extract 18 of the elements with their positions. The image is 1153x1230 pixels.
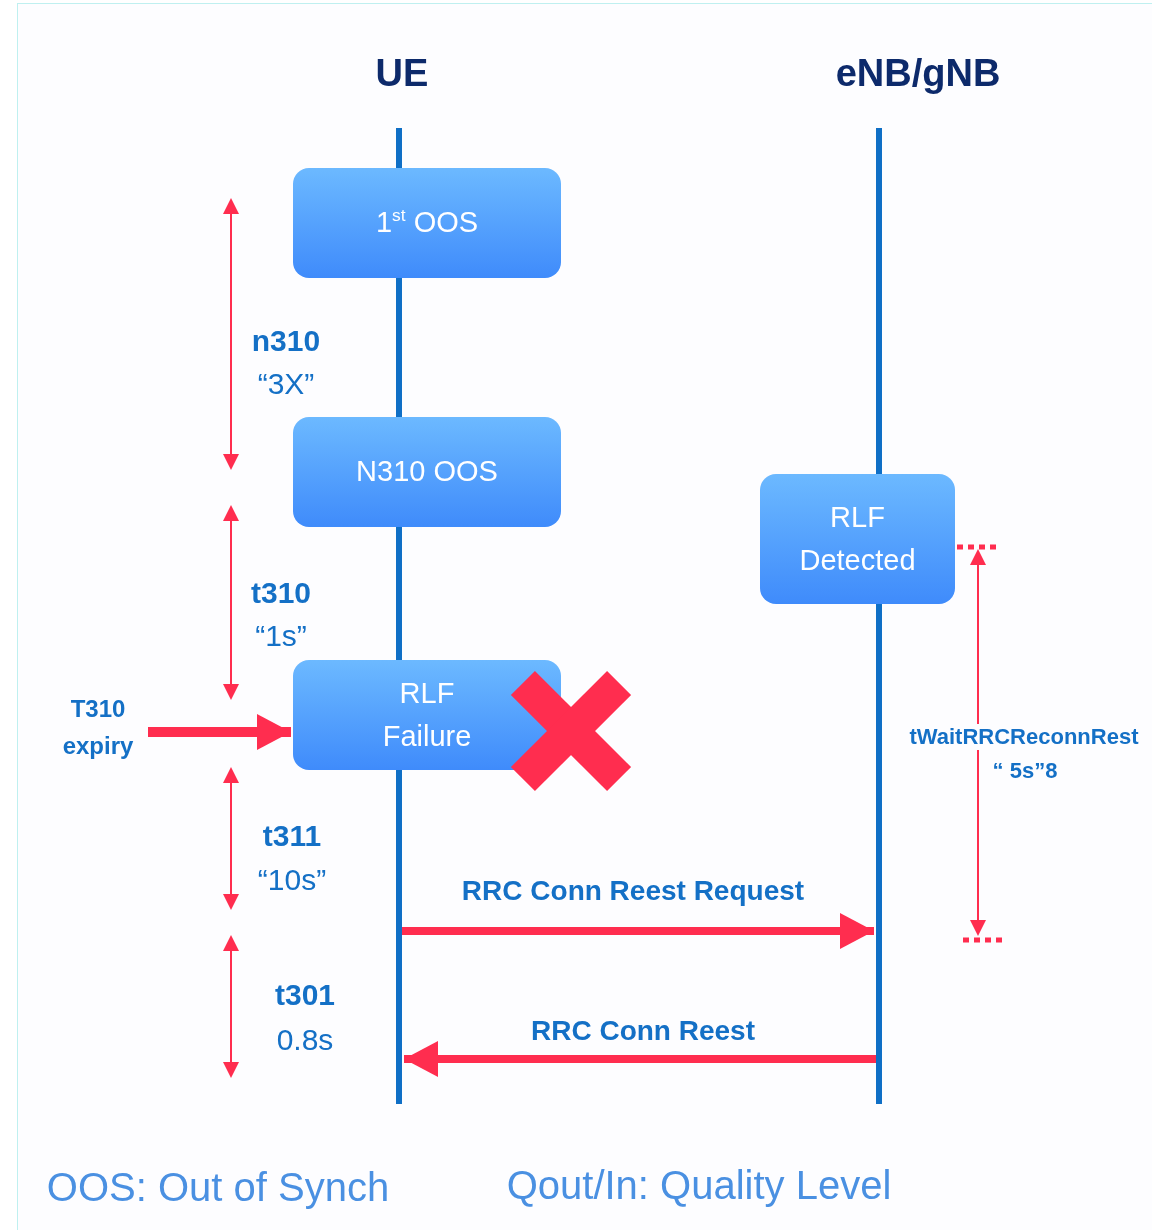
state-box: 1$^{st}$ OOS (293, 168, 561, 278)
timer-value: “10s” (257, 863, 327, 897)
state-box: N310 OOS (293, 417, 561, 527)
footnote: Qout/In: Quality Level (506, 1162, 892, 1208)
event-label: T310 expiry (48, 690, 148, 768)
timer-name: n310 (251, 324, 321, 358)
timer-value: “1s” (255, 619, 307, 653)
timer-name: t301 (274, 978, 335, 1012)
message-arrow (148, 714, 291, 750)
timer-value: “3X” (257, 367, 315, 401)
footnote: OOS: Out of Synch (46, 1164, 390, 1210)
timer-name: t311 (262, 819, 322, 853)
lifeline-heading: UE (374, 52, 430, 95)
lifeline-heading: eNB/gNB (834, 52, 1002, 95)
state-box: RLF Detected (760, 474, 955, 604)
timer-name: t310 (250, 576, 311, 610)
timer-name: tWaitRRCReconnRest (909, 724, 1139, 750)
timer-value: 0.8s (276, 1023, 334, 1057)
